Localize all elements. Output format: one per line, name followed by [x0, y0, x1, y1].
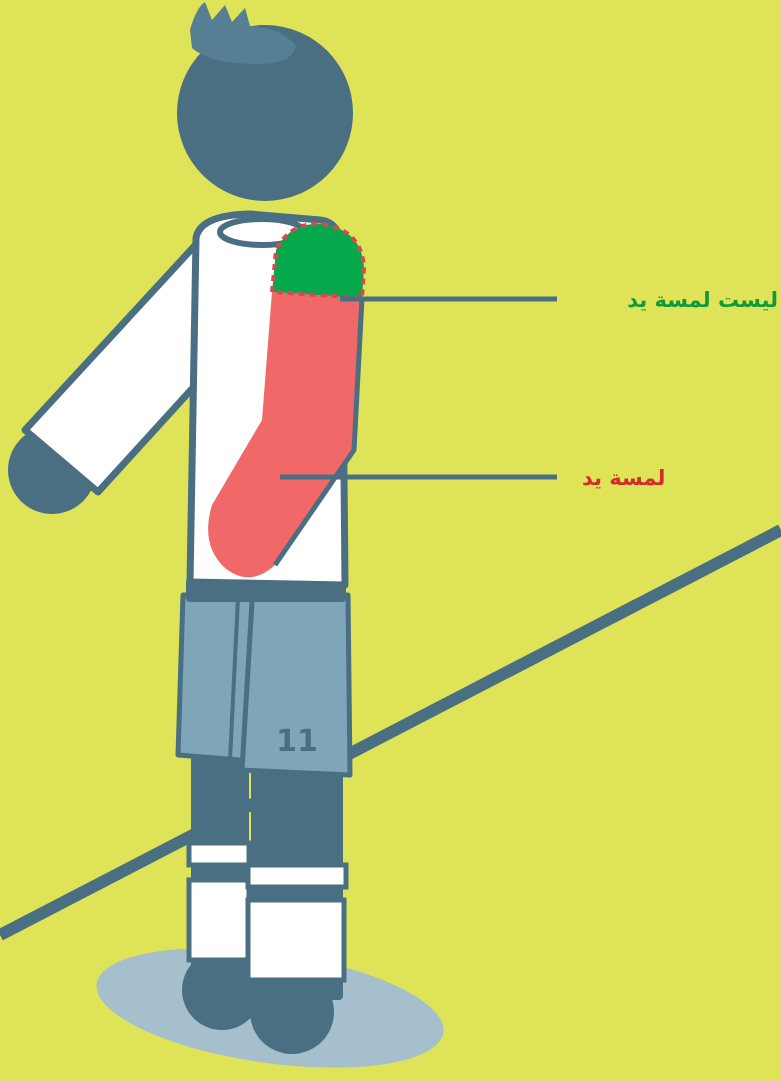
- right-foot: [250, 970, 334, 1054]
- not-handball-zone: [272, 224, 364, 298]
- not-handball-label: ليست لمسة يد: [627, 290, 778, 311]
- player-socks: [189, 843, 346, 980]
- shorts-number: 11: [276, 724, 318, 759]
- pitch-line: [0, 530, 781, 935]
- player-left-arm: [8, 240, 200, 514]
- player-head: [177, 2, 353, 201]
- handball-label: لمسة يد: [582, 468, 665, 489]
- player-shorts: [178, 578, 350, 775]
